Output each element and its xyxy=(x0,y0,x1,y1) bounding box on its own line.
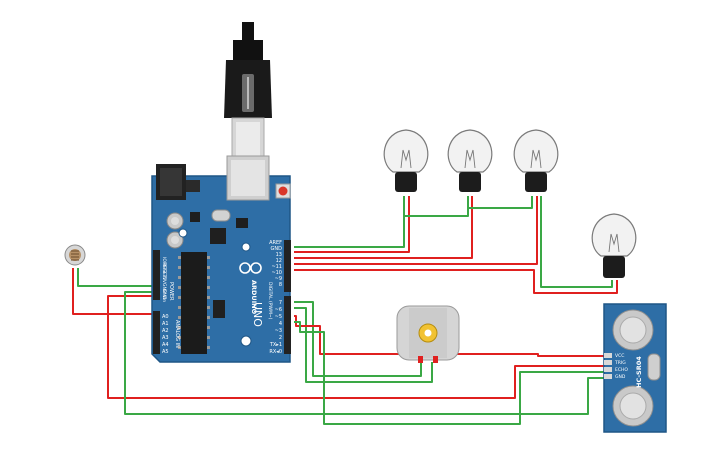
pin-label: 4 xyxy=(279,321,282,327)
sensor-model-label: HC-SR04 xyxy=(635,356,643,388)
wire-bulb3-sig[interactable] xyxy=(294,196,538,265)
pin-label: GND xyxy=(161,283,167,294)
pin-label: ~3 xyxy=(275,328,282,334)
dc-motor[interactable] xyxy=(396,305,460,363)
pin-label: RX◂0 xyxy=(269,349,282,355)
wire-bulb4-gnd[interactable] xyxy=(540,196,613,288)
digital-title: DIGITAL (PWM~) xyxy=(267,282,273,320)
pin-label: A1 xyxy=(162,321,169,327)
light-bulb-4[interactable] xyxy=(591,213,637,278)
model-label: UNO xyxy=(251,302,264,327)
wires xyxy=(72,196,618,425)
digital-bottom-labels: 7 ~6 ~5 4 ~3 2 TX▸1 RX◂0 xyxy=(269,300,282,355)
pin-label: Vin xyxy=(161,295,167,302)
pin-label: IOREF xyxy=(161,257,167,271)
pin-label: A5 xyxy=(162,349,169,355)
pin-label: TRIG xyxy=(614,360,626,366)
pin-label: GND xyxy=(271,246,283,252)
arduino-uno[interactable]: ARDUINO UNO IOREF RESET 3.3V 5V GND GND … xyxy=(151,155,291,363)
pin-label: TX▸1 xyxy=(269,342,282,348)
wire-motor-b[interactable] xyxy=(294,307,433,383)
pin-label: 8 xyxy=(279,282,282,288)
pin-label: A3 xyxy=(162,335,169,341)
wire-ldr-a[interactable] xyxy=(77,268,158,287)
arduino-logo xyxy=(239,262,262,274)
digital-top-labels: AREF GND 13 12 ~11 ~10 ~9 8 xyxy=(269,240,282,288)
pin-label: RESET xyxy=(161,263,167,278)
pin-label: 2 xyxy=(279,335,282,341)
wire-bulb1-sig[interactable] xyxy=(294,196,410,253)
light-bulb-3[interactable] xyxy=(513,129,559,192)
pin-label: ~9 xyxy=(275,276,282,282)
analog-header-labels: A0 A1 A2 A3 A4 A5 xyxy=(162,314,169,355)
wire-gnd-gnd[interactable] xyxy=(124,291,604,415)
pin-label: 12 xyxy=(276,258,282,264)
sensor-pin-labels: VCC TRIG ECHO GND xyxy=(614,353,628,380)
pin-label: ~5 xyxy=(275,314,282,320)
pin-label: A2 xyxy=(162,328,169,334)
wire-bulb3-gnd[interactable] xyxy=(468,196,533,209)
light-bulb-1[interactable] xyxy=(383,129,429,192)
pin-label: 3.3V xyxy=(161,270,167,281)
pin-label: A4 xyxy=(162,342,169,348)
usb-cable xyxy=(224,22,272,161)
wire-5v-vcc[interactable] xyxy=(107,295,604,399)
pin-label: ECHO xyxy=(615,367,628,373)
wire-ldr-b[interactable] xyxy=(72,268,158,315)
wire-trig[interactable] xyxy=(294,315,604,357)
pin-label: A0 xyxy=(162,314,169,320)
wire-bulb4-sig[interactable] xyxy=(294,269,618,294)
wire-bulb2-sig[interactable] xyxy=(294,196,473,259)
brand-label: ARDUINO xyxy=(250,280,258,315)
wire-echo[interactable] xyxy=(294,321,604,425)
wire-bulb2-gnd[interactable] xyxy=(404,196,469,217)
pin-label: ~6 xyxy=(275,307,282,313)
pin-label: ~10 xyxy=(271,270,282,276)
reset-button[interactable] xyxy=(278,186,288,196)
pin-label: 5V xyxy=(161,277,167,284)
pin-label: ~11 xyxy=(271,264,282,270)
analog-title: ANALOG IN xyxy=(174,320,180,348)
pin-label: AREF xyxy=(269,240,282,246)
pin-label: 7 xyxy=(279,300,282,306)
power-header-labels: IOREF RESET 3.3V 5V GND GND Vin xyxy=(161,257,167,302)
wire-motor-a[interactable] xyxy=(294,301,422,377)
wire-bulb1-gnd[interactable] xyxy=(294,196,405,248)
ultrasonic-sensor[interactable]: VCC TRIG ECHO GND HC-SR04 xyxy=(603,303,667,433)
power-title: POWER xyxy=(168,282,174,301)
pin-label: VCC xyxy=(615,353,624,359)
pin-label: 13 xyxy=(276,252,282,258)
pin-label: GND xyxy=(615,374,626,380)
pin-label: GND xyxy=(161,289,167,300)
light-bulb-2[interactable] xyxy=(447,129,493,192)
photoresistor[interactable] xyxy=(64,244,86,266)
